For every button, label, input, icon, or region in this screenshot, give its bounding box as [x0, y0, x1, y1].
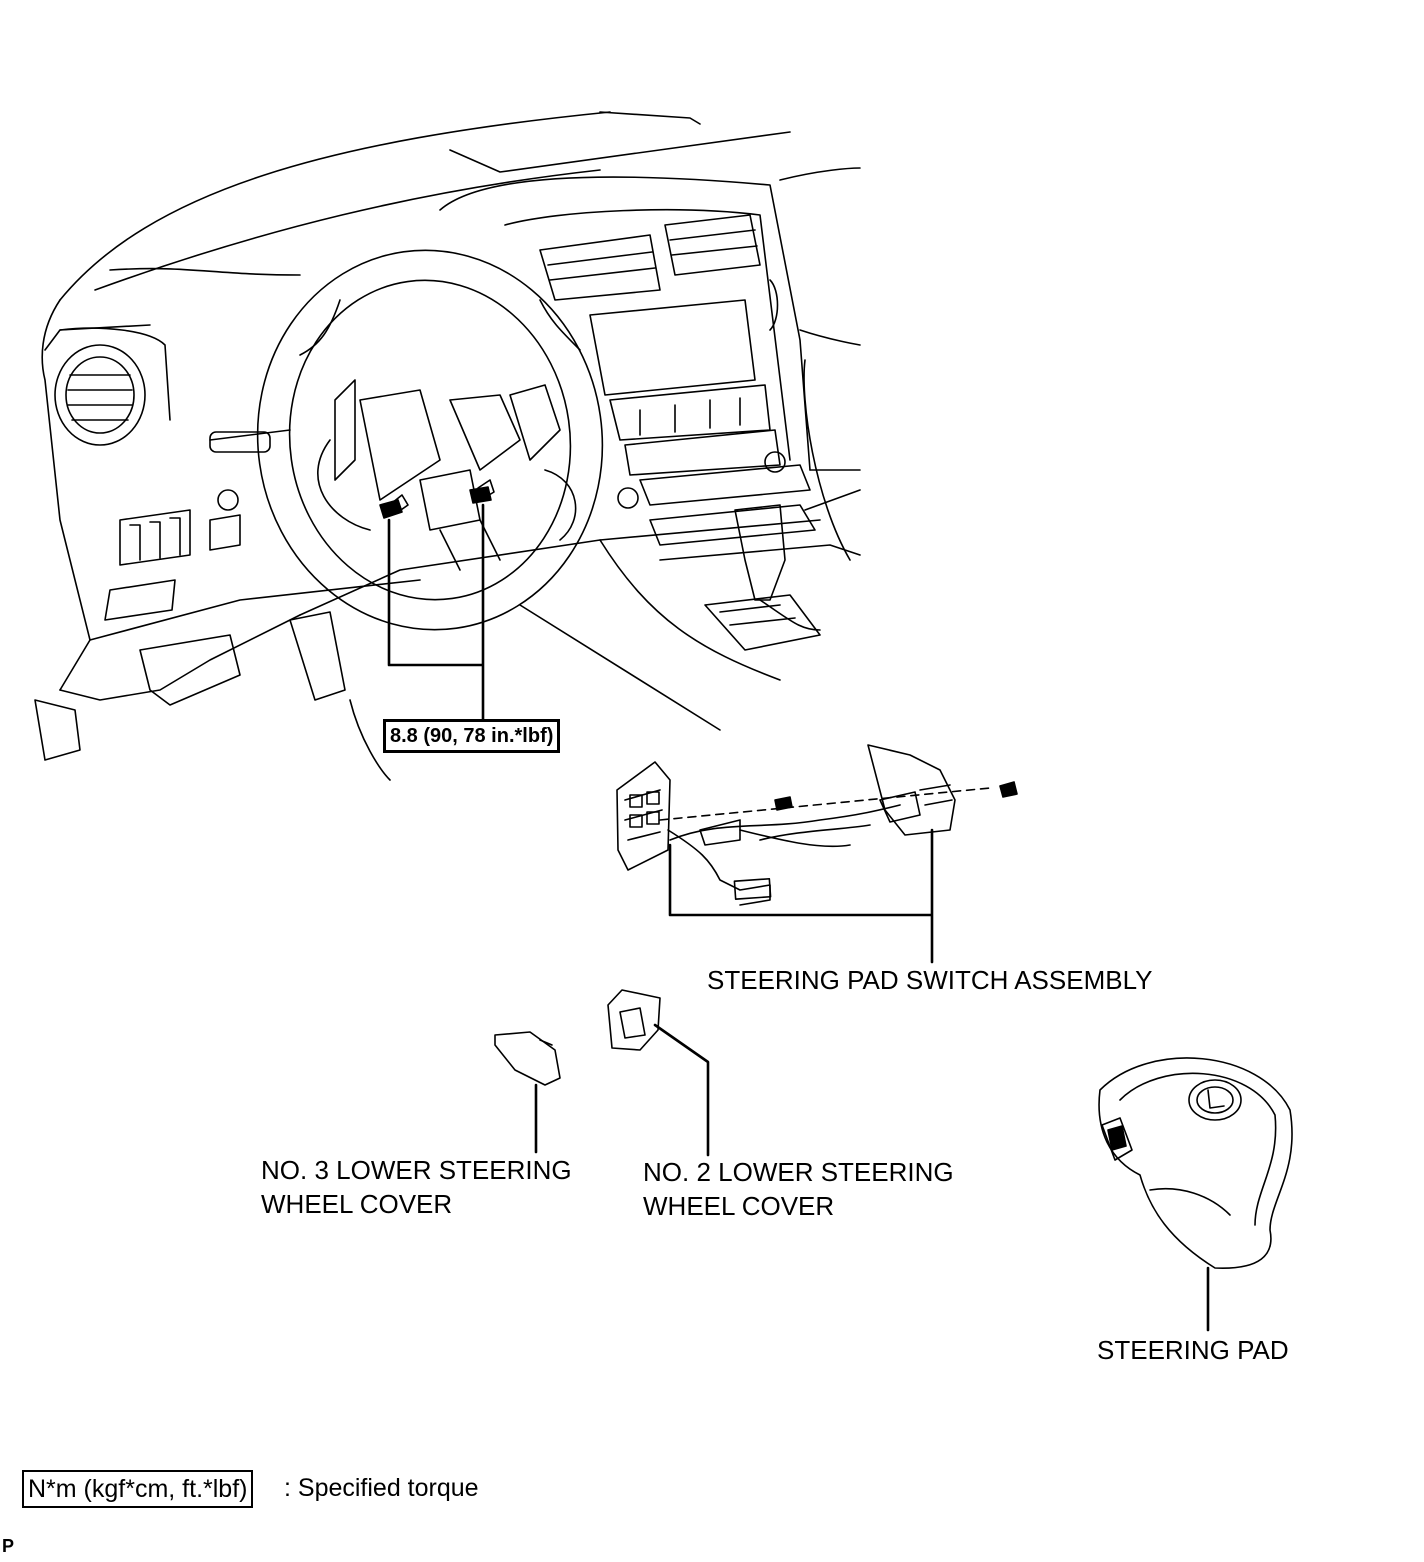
steering-pad-drawing — [1098, 1057, 1293, 1269]
corner-mark: P — [2, 1536, 15, 1556]
no2-cover-drawing — [607, 989, 661, 1051]
label-no3-cover-line1: NO. 3 LOWER STEERING — [261, 1155, 572, 1185]
legend-unit-box: N*m (kgf*cm, ft.*lbf) — [22, 1470, 254, 1508]
label-steering-pad-switch-assembly: STEERING PAD SWITCH ASSEMBLY — [707, 965, 1153, 995]
label-no2-cover-line1: NO. 2 LOWER STEERING — [643, 1157, 954, 1187]
dashboard-drawing — [34, 111, 861, 781]
no2-cover-leader-line — [653, 1023, 710, 1157]
legend-description: : Specified torque — [284, 1474, 479, 1502]
label-no2-cover-line2: WHEEL COVER — [643, 1191, 835, 1221]
torque-callout: 8.8 (90, 78 in.*lbf) — [383, 719, 561, 753]
label-steering-pad: STEERING PAD — [1097, 1335, 1289, 1365]
steering-wheel-drawing — [209, 249, 604, 631]
torque-leader-lines — [387, 503, 485, 722]
bolt-left — [379, 499, 403, 519]
bolt-right — [469, 486, 492, 504]
switch-assembly-leader-lines — [668, 828, 934, 964]
label-no3-cover-line2: WHEEL COVER — [261, 1189, 453, 1219]
no3-cover-drawing — [494, 1031, 561, 1086]
switch-assembly-drawing — [616, 744, 1018, 906]
